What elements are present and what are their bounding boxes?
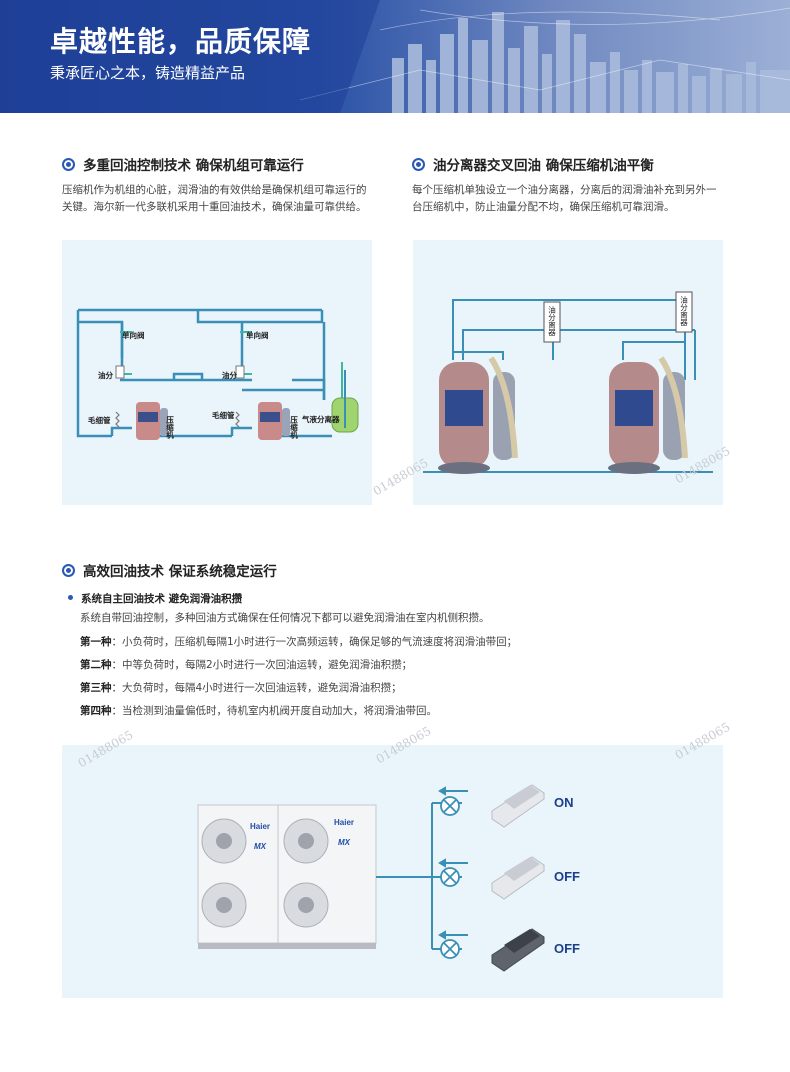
method-text: ：小负荷时，压缩机每隔1小时进行一次高频运转，确保足够的气流速度将润滑油带回； — [111, 636, 518, 648]
method-text: ：中等负荷时，每隔2小时进行一次回油运转，避免润滑油积攒； — [111, 659, 413, 671]
valve-icon — [440, 796, 460, 816]
method-item: 第三种：大负荷时，每隔4小时进行一次回油运转，避免润滑油积攒； — [80, 680, 402, 695]
section1-description: 压缩机作为机组的心脏，润滑油的有效供给是确保机组可靠运行的 关键。海尔新一代多联… — [62, 182, 367, 216]
indoor-unit-icon — [491, 928, 545, 972]
diagram-label: 气液分离器 — [301, 414, 340, 424]
method-text: ：大负荷时，每隔4小时进行一次回油运转，避免润滑油积攒； — [111, 682, 402, 694]
banner-subtitle: 秉承匠心之本，铸造精益产品 — [50, 64, 246, 82]
section3-intro: 系统自带回油控制，多种回油方式确保在任何情况下都可以避免润滑油在室内机侧积攒。 — [80, 612, 490, 624]
outdoor-unit-icon: Haier Haier MX MX — [197, 804, 377, 949]
indoor-unit-icon — [491, 856, 545, 900]
diagram-label: 单向阀 — [122, 330, 145, 340]
method-text: ：当检测到油量偏低时，待机室内机阀开度自动加大，将润滑油带回。 — [111, 705, 438, 717]
indoor-status-label: OFF — [554, 941, 580, 956]
section1-line: 压缩机作为机组的心脏，润滑油的有效供给是确保机组可靠运行的 — [62, 184, 367, 196]
method-label: 第一种 — [80, 636, 112, 648]
city-skyline-graphic — [0, 0, 790, 113]
diagram-label: 油分离器 — [547, 305, 556, 338]
banner-title: 卓越性能，品质保障 — [50, 25, 312, 58]
method-item: 第一种：小负荷时，压缩机每隔1小时进行一次高频运转，确保足够的气流速度将润滑油带… — [80, 634, 517, 649]
compressor-icon — [438, 356, 518, 474]
brand-label: Haier — [334, 818, 354, 827]
diagram-label: 压缩机 — [165, 416, 174, 440]
method-label: 第二种 — [80, 659, 112, 671]
indoor-status-label: OFF — [554, 869, 580, 884]
method-item: 第四种：当检测到油量偏低时，待机室内机阀开度自动加大，将润滑油带回。 — [80, 703, 437, 718]
section2-description: 每个压缩机单独设立一个油分离器，分离后的润滑油补充到另外一 台压缩机中，防止油量… — [412, 182, 717, 216]
section1-title-text: 多重回油控制技术 确保机组可靠运行 — [83, 158, 304, 174]
method-item: 第二种：中等负荷时，每隔2小时进行一次回油运转，避免润滑油积攒； — [80, 657, 412, 672]
section3-subtitle-text: 系统自主回油技术 避免润滑油积攒 — [81, 593, 243, 605]
valve-icon — [440, 939, 460, 959]
section2-line: 台压缩机中，防止油量分配不均，确保压缩机可靠润滑。 — [412, 201, 675, 213]
oil-separator-diagram-panel: 油分离器 油分离器 — [413, 240, 723, 505]
section2-line: 每个压缩机单独设立一个油分离器，分离后的润滑油补充到另外一 — [412, 184, 717, 196]
compressor-icon — [136, 402, 168, 440]
compressor-icon — [258, 402, 290, 440]
ring-bullet-icon — [412, 158, 425, 171]
diagram-label: 单向阀 — [246, 330, 269, 340]
method-label: 第四种 — [80, 705, 112, 717]
diagram-label: 油分 — [222, 370, 237, 380]
section3-title: 高效回油技术 保证系统稳定运行 — [62, 560, 277, 580]
oil-separator-diagram: 油分离器 油分离器 — [423, 291, 713, 474]
brand-label: Haier — [250, 822, 270, 831]
method-label: 第三种 — [80, 682, 112, 694]
compressor-icon — [608, 356, 688, 474]
section2-title: 油分离器交叉回油 确保压缩机油平衡 — [412, 154, 654, 174]
oil-separator-icon — [675, 291, 693, 333]
model-label: MX — [338, 838, 351, 847]
model-label: MX — [254, 842, 267, 851]
indoor-status-label: ON — [554, 795, 574, 810]
dot-bullet-icon — [68, 595, 73, 600]
section3-subtitle: 系统自主回油技术 避免润滑油积攒 — [68, 591, 242, 606]
indoor-unit-icon — [491, 784, 545, 828]
diagram-label: 压缩机 — [289, 416, 298, 440]
section3-title-text: 高效回油技术 保证系统稳定运行 — [83, 564, 277, 580]
system-diagram: Haier Haier MX MX — [197, 784, 580, 972]
diagram-label: 油分 — [98, 370, 113, 380]
oil-return-diagram: 单向阀 单向阀 油分 油分 毛细管 毛细管 压缩机 压缩机 气液分离器 — [76, 308, 359, 440]
valve-icon — [440, 867, 460, 887]
diagram-label: 毛细管 — [88, 415, 111, 425]
header-banner: 卓越性能，品质保障 秉承匠心之本，铸造精益产品 — [0, 0, 790, 113]
oil-separator-icon — [543, 301, 561, 343]
diagram-label: 毛细管 — [212, 410, 235, 420]
system-diagram-panel: Haier Haier MX MX — [62, 745, 723, 998]
diagram-label: 油分离器 — [679, 295, 688, 328]
section1-title: 多重回油控制技术 确保机组可靠运行 — [62, 154, 304, 174]
ring-bullet-icon — [62, 158, 75, 171]
section1-line: 关键。海尔新一代多联机采用十重回油技术，确保油量可靠供给。 — [62, 201, 367, 213]
section2-title-text: 油分离器交叉回油 确保压缩机油平衡 — [433, 158, 654, 174]
ring-bullet-icon — [62, 564, 75, 577]
oil-return-diagram-panel: 单向阀 单向阀 油分 油分 毛细管 毛细管 压缩机 压缩机 气液分离器 — [62, 240, 372, 505]
